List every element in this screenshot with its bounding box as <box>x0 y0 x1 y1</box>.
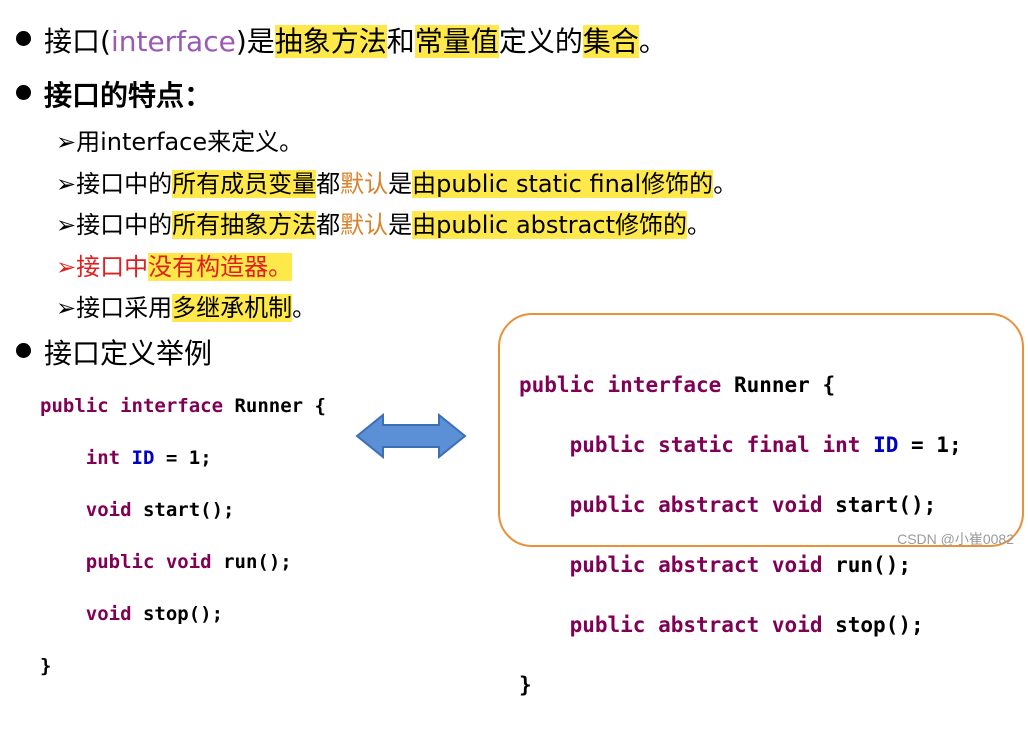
code-line: public abstract void run(); <box>569 553 911 577</box>
code-line: public abstract void start(); <box>569 493 937 517</box>
code-line: public void run(); <box>85 551 292 573</box>
code-example-short: public interface Runner { int ID = 1; vo… <box>40 367 326 705</box>
bullet-dot <box>16 85 31 100</box>
feature-item-5: ➢接口采用多继承机制。 <box>56 294 317 322</box>
code-line: public abstract void stop(); <box>569 613 924 637</box>
arrow-bullet-icon: ➢ <box>56 211 77 239</box>
code-line: void start(); <box>85 499 235 521</box>
arrow-bullet-icon: ➢ <box>56 128 77 156</box>
double-arrow-icon <box>355 413 467 459</box>
code-line: void stop(); <box>85 603 224 625</box>
code-example-expanded: public interface Runner { public static … <box>519 340 962 730</box>
code-line: public interface Runner { <box>519 373 836 397</box>
section-heading-features: 接口的特点： <box>44 79 213 112</box>
feature-item-4: ➢接口中没有构造器。 <box>56 253 293 281</box>
arrow-bullet-icon: ➢ <box>56 170 77 198</box>
code-line: } <box>519 673 532 697</box>
arrow-bullet-icon: ➢ <box>56 294 77 322</box>
feature-item-1: ➢用interface来定义。 <box>56 128 304 156</box>
code-line: } <box>40 655 52 677</box>
arrow-bullet-icon: ➢ <box>56 253 77 281</box>
code-example-expanded-box <box>498 313 1024 547</box>
bullet-interface-definition: 接口(interface)是抽象方法和常量值定义的集合。 <box>44 25 667 58</box>
bullet-dot <box>16 343 31 358</box>
code-line: int ID = 1; <box>85 447 212 469</box>
code-line: public static final int ID = 1; <box>569 433 962 457</box>
bullet-dot <box>16 31 31 46</box>
section-heading-example: 接口定义举例 <box>44 337 213 370</box>
feature-item-3: ➢接口中的所有抽象方法都默认是由public abstract修饰的。 <box>56 211 711 239</box>
code-line: public interface Runner { <box>40 395 326 417</box>
feature-item-2: ➢接口中的所有成员变量都默认是由public static final修饰的。 <box>56 170 738 198</box>
watermark: CSDN @小崔0082 <box>897 531 1014 547</box>
